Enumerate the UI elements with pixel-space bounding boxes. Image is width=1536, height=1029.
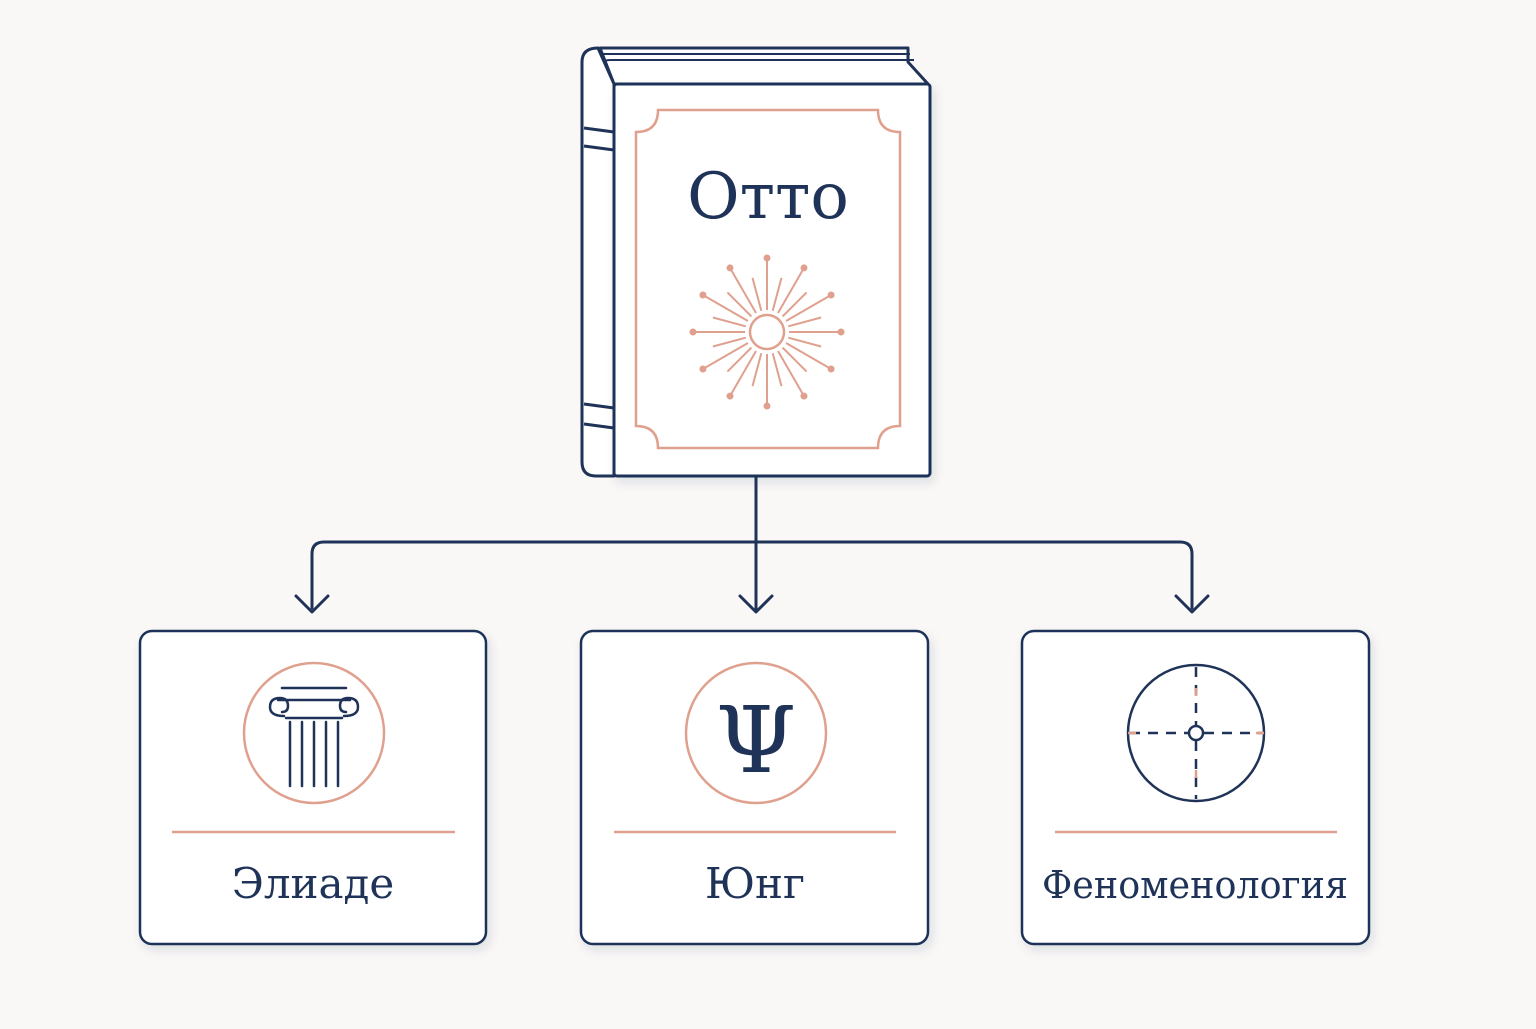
sunburst-ray	[702, 294, 749, 322]
sunburst-ray	[712, 316, 747, 328]
connectors	[294, 476, 1210, 614]
card-label-eliade: Элиаде	[232, 859, 395, 908]
sunburst-dot	[763, 254, 771, 262]
sunburst-ray	[751, 352, 763, 387]
book-cover-frame	[634, 108, 902, 450]
sunburst-ray	[771, 277, 783, 312]
arrow-head-left	[294, 594, 330, 614]
sunburst-dot	[827, 365, 835, 373]
node-card-phenomenology: Феноменология	[1020, 629, 1371, 946]
sunburst-ray	[712, 336, 747, 348]
card-frame	[579, 629, 930, 946]
sunburst-dot	[763, 402, 771, 410]
sunburst-core	[748, 313, 786, 351]
book: Отто	[580, 46, 932, 478]
sunburst-dot	[699, 365, 707, 373]
sunburst-ray	[726, 291, 753, 318]
ionic-column-icon	[268, 686, 360, 788]
sunburst-dot	[800, 264, 808, 272]
sunburst-dot	[827, 291, 835, 299]
sunburst-dot	[800, 392, 808, 400]
crosshair-circle-icon	[1126, 663, 1266, 803]
card-frame	[1020, 629, 1371, 946]
sunburst-ray	[771, 352, 783, 387]
sunburst-dot	[726, 392, 734, 400]
book-spine	[580, 46, 616, 478]
sunburst-dot	[689, 328, 697, 336]
node-card-eliade: Элиаде	[138, 629, 488, 946]
sunburst-ray	[702, 342, 749, 370]
sunburst-ray	[787, 336, 822, 348]
card-frame	[138, 629, 488, 946]
book-title: Отто	[687, 160, 849, 234]
sunburst-dot	[699, 291, 707, 299]
sunburst-ray	[729, 350, 757, 397]
icon-ring	[684, 661, 828, 805]
card-label-phenomenology: Феноменология	[1042, 863, 1348, 907]
sunburst-dot	[837, 328, 845, 336]
arrow-head-right	[1174, 594, 1210, 614]
sunburst-ray	[785, 342, 832, 370]
sunburst-ray	[751, 277, 763, 312]
book-spine-band	[583, 126, 615, 134]
sunburst-dot	[726, 264, 734, 272]
sunburst-ray	[785, 294, 832, 322]
sunburst-ray	[781, 346, 808, 373]
arrow-head-center	[738, 594, 774, 614]
branch-connector	[310, 540, 1194, 610]
sunburst-ray	[777, 267, 805, 314]
book-cover	[612, 82, 932, 478]
node-card-jung: Ψ Юнг	[579, 629, 930, 946]
book-spine-band	[583, 422, 615, 430]
sunburst-ray	[777, 350, 805, 397]
book-spine-band	[583, 402, 615, 410]
sunburst-ray	[787, 316, 822, 328]
card-label-jung: Юнг	[705, 859, 805, 908]
sunburst-ray	[726, 346, 753, 373]
sunburst-ray	[781, 291, 808, 318]
icon-ring	[242, 661, 386, 805]
psi-icon: Ψ	[716, 687, 797, 794]
sunburst-ray	[729, 267, 757, 314]
book-spine-band	[583, 144, 615, 152]
sunburst-icon	[689, 254, 845, 410]
